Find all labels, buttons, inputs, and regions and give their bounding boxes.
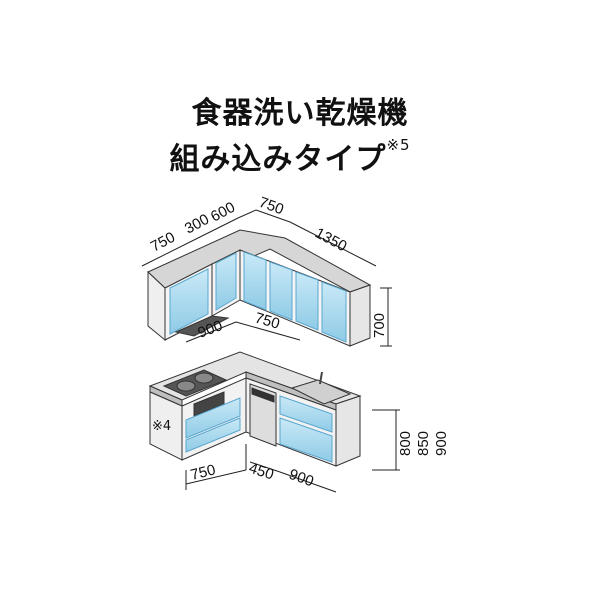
upper-corner-door (215, 252, 237, 311)
lower-right-drawer-2 (279, 417, 333, 463)
upper-dim-height: 700 (371, 313, 388, 338)
upper-right-door-2 (269, 261, 293, 321)
lower-dim-height-1: 800 (397, 431, 414, 456)
upper-cabinets (147, 229, 372, 347)
upper-right-door-3 (295, 271, 319, 331)
title-line2: 組み込みタイプ※5 (0, 134, 590, 178)
upper-dimension-lines (141, 209, 392, 347)
upper-dim-corner: 750 (257, 194, 286, 219)
title-line1: 食器洗い乾燥機 (191, 96, 409, 131)
lower-cabinets (148, 351, 362, 467)
burner-right (194, 372, 214, 384)
title-line2-text: 組み込みタイプ (169, 142, 387, 177)
faucet (319, 371, 323, 385)
upper-right-door-4 (321, 281, 347, 343)
upper-dim-right-width: 1350 (312, 225, 349, 256)
title-note-mark: ※5 (386, 136, 411, 154)
dishwasher-panel (251, 387, 275, 403)
lower-right-end (335, 395, 361, 467)
lower-dim-front-right: 900 (287, 466, 316, 491)
lower-dimension-lines (185, 321, 400, 493)
lower-left-drawer-2 (185, 417, 241, 453)
lower-dim-height-3: 900 (433, 431, 450, 456)
sink (290, 379, 352, 405)
upper-dim-600: 600 (208, 199, 238, 226)
upper-left-door (169, 268, 209, 335)
burner-left (176, 380, 196, 392)
lower-dim-front-left: 750 (189, 461, 217, 484)
lower-dim-height-2: 850 (415, 431, 432, 456)
upper-dim-left-depth: 750 (148, 229, 178, 256)
lower-note-mark: ※4 (152, 419, 171, 434)
lower-right-drawer-1 (279, 395, 333, 433)
lower-left-drawer-1 (185, 397, 241, 439)
upper-right-end (349, 284, 371, 347)
lower-dim-front-mid: 450 (247, 460, 276, 484)
lower-dim-back-right: 750 (253, 310, 282, 333)
upper-right-door-1 (243, 251, 267, 311)
upper-shadow (174, 315, 230, 337)
